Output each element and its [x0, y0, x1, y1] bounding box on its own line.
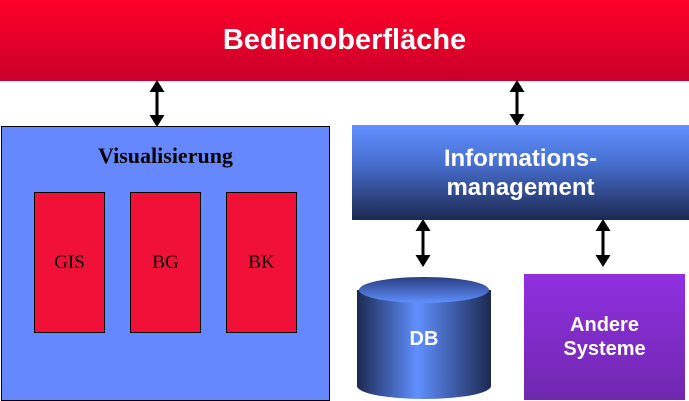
bedienoberflaeche-block: Bedienoberfläche [0, 0, 689, 81]
other-line2: Systeme [563, 338, 646, 360]
db-label: DB [409, 328, 439, 350]
info-line2: management [446, 173, 595, 201]
database-cylinder-icon [357, 277, 491, 399]
module-label: GIS [54, 251, 85, 273]
module-gis: GIS [34, 192, 105, 333]
module-bk: BK [226, 192, 297, 333]
module-bg: BG [130, 192, 201, 333]
visualisierung-block: Visualisierung GIS BG BK [1, 126, 330, 401]
visualisierung-title: Visualisierung [98, 143, 233, 168]
info-line1: Informations- [443, 144, 598, 172]
module-label: BK [248, 251, 275, 273]
andere-systeme-block: Andere Systeme [524, 274, 685, 400]
module-label: BG [152, 251, 179, 273]
other-line1: Andere [570, 314, 639, 336]
informationsmanagement-block: Informations- management [352, 125, 689, 220]
header-title: Bedienoberfläche [222, 24, 467, 56]
